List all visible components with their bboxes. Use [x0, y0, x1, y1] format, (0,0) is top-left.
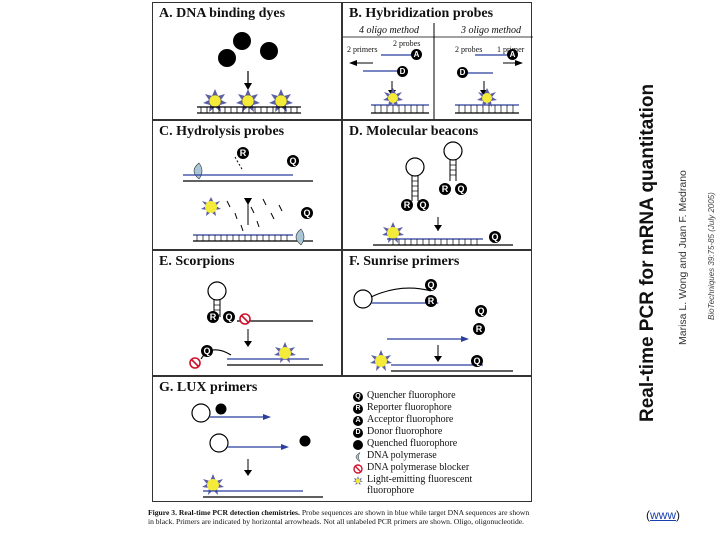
donor-fluorophore-d-2: D	[457, 67, 468, 78]
light-emitting-fluorescent-icon	[353, 476, 363, 485]
beacon-reporter-r: R	[401, 199, 413, 211]
legend-label: Quencher fluorophore	[367, 390, 456, 401]
panel-b: B. Hybridization probes 4 oligo method 3…	[342, 2, 533, 120]
lux-quenched	[299, 435, 311, 447]
beacon2-reporter-r: R	[439, 183, 451, 195]
panel-g-title: G. LUX primers	[159, 380, 258, 395]
scorpion-quencher-q: Q	[223, 311, 235, 323]
panel-d-title: D. Molecular beacons	[349, 124, 479, 139]
legend-label: Quenched fluorophore	[367, 438, 458, 449]
legend-label: Light-emitting fluorescent fluorophore	[367, 474, 473, 496]
legend-item: Light-emitting fluorescent fluorophore	[353, 474, 493, 498]
panel-b-diagram	[343, 23, 533, 119]
scorpion-quencher-q-2: Q	[201, 345, 213, 357]
sunrise-reporter-r: R	[425, 295, 437, 307]
caption-lead: Figure 3. Real-time PCR detection chemis…	[148, 508, 300, 517]
light-emitting-dye	[236, 89, 260, 112]
article-title: Real-time PCR for mRNA quantitation	[637, 83, 658, 422]
beacon-glow	[382, 222, 404, 243]
polymerase-shape	[193, 162, 203, 180]
sunrise-reporter-r-2: R	[473, 323, 485, 335]
reporter-r: R	[237, 147, 249, 159]
sunrise-glow	[370, 350, 392, 371]
two-primers-label: 2 primers	[347, 45, 378, 54]
quenched-dye	[260, 42, 278, 60]
figure: A. DNA binding dyes	[148, 0, 536, 540]
beacon-open-quencher-q: Q	[489, 231, 501, 243]
two-probes-label-right: 2 probes	[455, 45, 483, 54]
acceptor-fluorophore-a-2: A	[507, 49, 518, 60]
panel-g-diagram	[191, 403, 323, 498]
quencher-q-free: Q	[301, 207, 313, 219]
panel-b-title: B. Hybridization probes	[349, 6, 494, 21]
panel-e: E. Scorpions R Q Q	[152, 250, 342, 376]
reporter-fluorophore-icon: R	[353, 404, 363, 414]
panel-f: F. Sunrise primers Q R Q R Q	[342, 250, 532, 376]
panel-e-title: E. Scorpions	[159, 254, 235, 269]
www-open-paren: (	[646, 508, 650, 522]
sunrise-quencher-q: Q	[425, 279, 437, 291]
quencher-fluorophore-icon: Q	[353, 392, 363, 402]
legend-label: Donor fluorophore	[367, 426, 443, 437]
panel-f-title: F. Sunrise primers	[349, 254, 460, 269]
panel-a-title: A. DNA binding dyes	[159, 6, 286, 21]
acceptor-fluorophore-icon: A	[353, 416, 363, 426]
article-authors: Marisa L. Wong and Juan F. Medrano	[677, 170, 689, 345]
quencher-q: Q	[287, 155, 299, 167]
acceptor-glow	[477, 88, 497, 107]
reporter-released	[201, 197, 221, 216]
panel-a-diagram	[197, 32, 301, 114]
light-emitting-dye-row	[203, 89, 293, 112]
panel-a: A. DNA binding dyes	[152, 2, 342, 120]
figure-caption: Figure 3. Real-time PCR detection chemis…	[148, 508, 536, 526]
panel-d: D. Molecular beacons R Q	[342, 120, 532, 250]
panel-c-diagram	[183, 156, 313, 246]
scorpion-blocker	[189, 357, 201, 369]
beacon2-quencher-q: Q	[455, 183, 467, 195]
beacon-loop	[443, 141, 463, 161]
lux-glow	[202, 474, 224, 495]
quenched-dye	[218, 49, 236, 67]
caption-body: Probe sequences are shown in blue while …	[148, 508, 530, 526]
www-link[interactable]: www	[650, 508, 676, 522]
scorpion-blocker	[239, 313, 251, 325]
polymerase-blocker-icon	[353, 464, 363, 474]
article-journal: BioTechniques 39:75-85 (July 2005)	[707, 192, 716, 320]
panel-c: C. Hydrolysis probes	[152, 120, 342, 250]
quenched-dye	[233, 32, 251, 50]
beacon-quencher-q: Q	[417, 199, 429, 211]
panel-g: G. LUX primers	[152, 376, 532, 502]
scorpion-glow	[274, 342, 296, 363]
legend-label: DNA polymerase	[367, 450, 437, 461]
sunrise-quencher-q-3: Q	[471, 355, 483, 367]
legend-label: Reporter fluorophore	[367, 402, 452, 413]
donor-fluorophore-icon: D	[353, 428, 363, 438]
scorpion-reporter-r: R	[207, 311, 219, 323]
two-probes-label-left: 2 probes	[393, 39, 421, 48]
sunrise-quencher-q-2: Q	[475, 305, 487, 317]
four-oligo-label: 4 oligo method	[359, 25, 419, 36]
legend-label: DNA polymerase blocker	[367, 462, 470, 473]
dna-polymerase-icon	[355, 452, 361, 462]
beacon-loop	[405, 157, 425, 177]
www-link-wrapper: (www)	[646, 508, 680, 522]
panel-f-diagram	[353, 287, 513, 372]
www-close-paren: )	[676, 508, 680, 522]
light-emitting-dye	[269, 89, 293, 112]
legend-label: Acceptor fluorophore	[367, 414, 454, 425]
acceptor-fluorophore-a: A	[411, 49, 422, 60]
quenched-fluorophore-icon	[353, 440, 363, 450]
three-oligo-label: 3 oligo method	[461, 25, 521, 36]
acceptor-glow	[383, 88, 403, 107]
lux-quenched	[215, 403, 227, 415]
donor-fluorophore-d: D	[397, 66, 408, 77]
panel-c-title: C. Hydrolysis probes	[159, 124, 285, 139]
panel-d-diagram	[373, 141, 513, 246]
panel-e-diagram	[189, 281, 323, 369]
